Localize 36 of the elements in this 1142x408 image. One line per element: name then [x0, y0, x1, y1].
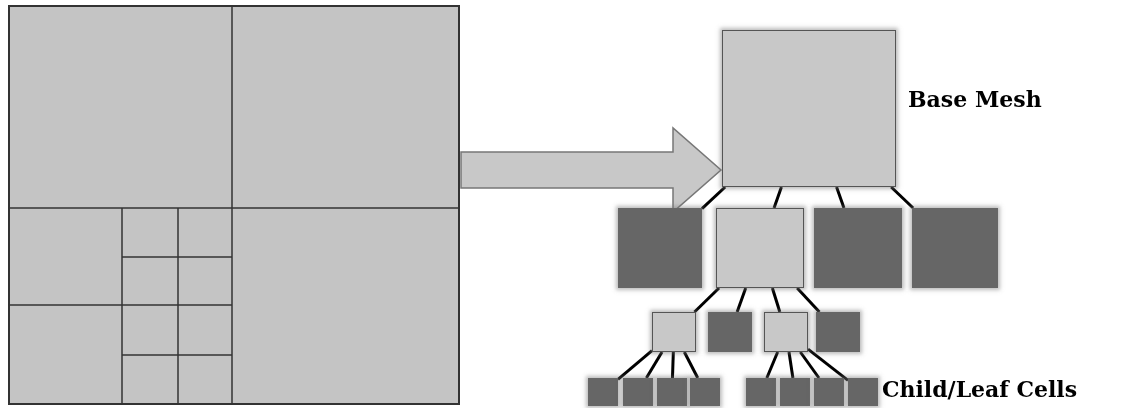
tree-line: [807, 347, 849, 382]
cell-box: [814, 378, 844, 406]
cell-box: [764, 312, 808, 352]
cell-box: [912, 208, 998, 288]
caption-text: Base Mesh: [908, 86, 1042, 112]
tree-line: [670, 351, 675, 379]
cell-box: [708, 312, 752, 352]
cell-box: [780, 378, 810, 406]
tree-line: [645, 351, 664, 379]
cell-box: [722, 30, 896, 187]
cell-box: [814, 208, 902, 288]
cell-box: [816, 312, 860, 352]
cell-box: [716, 208, 804, 288]
tree-line: [890, 185, 915, 210]
cell-box: [746, 378, 776, 406]
cell-box: [588, 378, 618, 406]
cell-box: [652, 312, 696, 352]
cell-box: [848, 378, 878, 406]
cell-box: [657, 378, 687, 406]
tree-line: [765, 351, 780, 379]
caption-text: Child/Leaf Cells: [882, 376, 1078, 402]
tree-line: [735, 287, 748, 313]
tree-line: [799, 351, 821, 379]
tree-line: [683, 351, 700, 379]
cell-box: [690, 378, 720, 406]
tree-line: [693, 286, 721, 314]
tree-line: [796, 286, 821, 314]
tree-line: [772, 186, 783, 209]
tree-line: [835, 186, 846, 209]
tree-line: [787, 351, 795, 379]
tree-line: [700, 185, 727, 210]
cell-box: [618, 208, 702, 288]
cell-box: [623, 378, 653, 406]
tree-line: [617, 349, 653, 381]
mesh-grid-drawing: [8, 5, 460, 405]
tree-line: [770, 287, 782, 313]
